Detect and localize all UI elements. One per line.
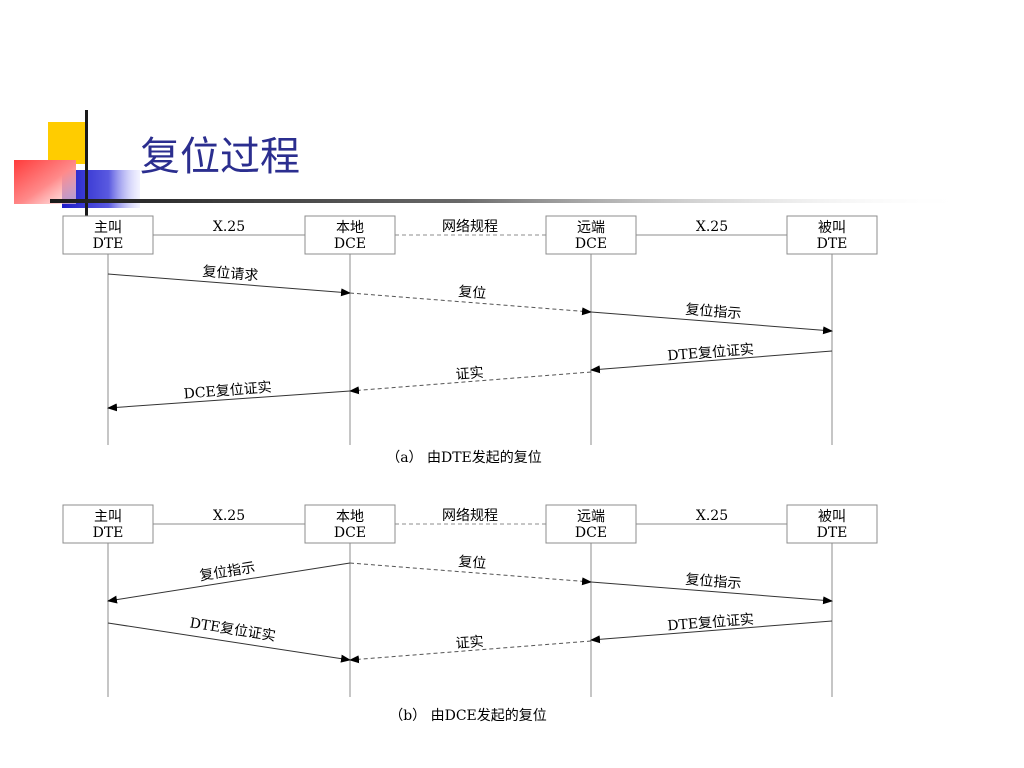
- message-label: 复位: [458, 553, 487, 572]
- message-arrow: [349, 562, 592, 586]
- box-line2: DTE: [93, 236, 124, 252]
- diagram-b: X.25 网络规程 X.25 主叫 DTE 本地 DCE 远端 DCE 被叫 D…: [62, 504, 878, 724]
- message-label: 复位指示: [685, 301, 742, 322]
- message-arrow: [590, 581, 833, 605]
- diagram-caption: （b） 由DCE发起的复位: [389, 707, 547, 724]
- box-line2: DCE: [334, 525, 366, 541]
- message-arrow: [107, 390, 351, 412]
- box-caller-dte: 主叫 DTE: [62, 215, 154, 255]
- link-label: X.25: [213, 219, 245, 235]
- box-remote-dce: 远端 DCE: [545, 215, 637, 255]
- message-arrow: [590, 620, 833, 644]
- message-label: 证实: [455, 365, 484, 383]
- link-label: X.25: [696, 508, 728, 524]
- diagram-a: X.25 网络规程 X.25 主叫 DTE 本地 DCE 远端 DCE 被叫 D…: [62, 215, 878, 466]
- message-label: 复位指示: [685, 571, 742, 592]
- message-label: DTE复位证实: [667, 611, 755, 635]
- box-line1: 远端: [577, 509, 605, 525]
- message-arrow: [107, 562, 351, 604]
- vertical-bar: [85, 110, 88, 218]
- diagram-caption: （a） 由DTE发起的复位: [386, 449, 542, 466]
- box-line1: 本地: [336, 509, 364, 525]
- message-label: 证实: [455, 634, 484, 652]
- message-arrow: [349, 371, 592, 395]
- box-line1: 远端: [577, 220, 605, 236]
- message-arrow: [349, 292, 592, 316]
- title-underline: [50, 199, 970, 203]
- message-label: 复位指示: [198, 559, 256, 585]
- box-callee-dte: 被叫 DTE: [786, 215, 878, 255]
- message-arrow: [590, 311, 833, 335]
- message-label: 复位: [458, 283, 487, 302]
- box-line1: 被叫: [818, 509, 846, 525]
- link-label: 网络规程: [442, 508, 498, 524]
- slide-title: 复位过程: [140, 134, 300, 180]
- yellow-square: [48, 122, 86, 164]
- box-caller-dte: 主叫 DTE: [62, 504, 154, 544]
- box-line1: 主叫: [94, 220, 122, 236]
- box-line2: DTE: [817, 236, 848, 252]
- box-local-dce: 本地 DCE: [304, 215, 396, 255]
- box-remote-dce: 远端 DCE: [545, 504, 637, 544]
- message-label: 复位请求: [202, 263, 259, 284]
- message-label: DTE复位证实: [667, 341, 755, 365]
- red-square: [14, 160, 76, 204]
- link-label: X.25: [696, 219, 728, 235]
- box-line1: 主叫: [94, 509, 122, 525]
- message-arrow: [590, 350, 833, 374]
- message-label: DTE复位证实: [189, 614, 277, 644]
- link-label: X.25: [213, 508, 245, 524]
- link-label: 网络规程: [442, 219, 498, 235]
- message-label: DCE复位证实: [183, 379, 272, 403]
- box-local-dce: 本地 DCE: [304, 504, 396, 544]
- box-line2: DCE: [575, 236, 607, 252]
- box-line1: 被叫: [818, 220, 846, 236]
- box-callee-dte: 被叫 DTE: [786, 504, 878, 544]
- box-line2: DTE: [93, 525, 124, 541]
- box-line2: DCE: [575, 525, 607, 541]
- box-line1: 本地: [336, 220, 364, 236]
- message-arrow: [107, 622, 351, 663]
- corner-decoration: [14, 110, 970, 218]
- box-line2: DTE: [817, 525, 848, 541]
- message-arrow: [349, 640, 592, 664]
- box-line2: DCE: [334, 236, 366, 252]
- message-arrow: [107, 273, 351, 297]
